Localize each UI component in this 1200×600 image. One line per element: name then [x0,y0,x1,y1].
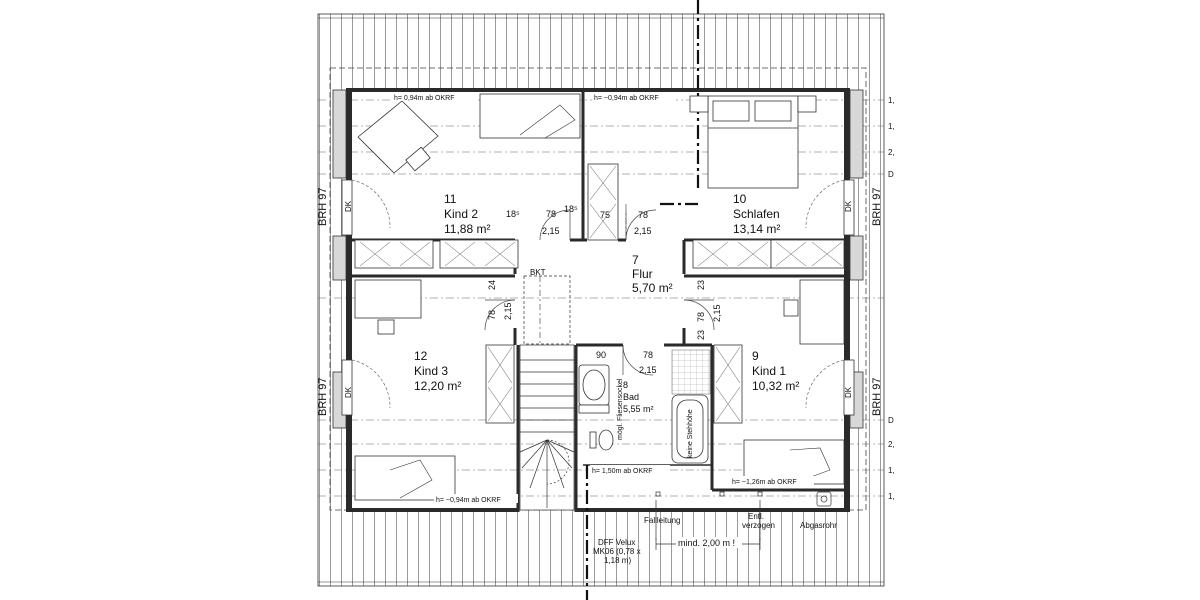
edge-mark-1: 1, [888,96,895,105]
keine-stehhoehe-label: keine Stehhöhe [687,409,694,458]
room-flur: 7 Flur 5,70 m² [632,253,673,295]
dk-swings [351,179,845,409]
dk-label: DK [844,200,853,212]
brh-label-left-top: BRH 97 [317,187,329,226]
room-number: 10 [733,192,747,206]
height-note-schlafen: h= ~0,94m ab OKRF [594,95,659,102]
dim-215-right: 2,15 [634,226,652,236]
dim-75: 75 [600,210,610,220]
room-number: 8 [623,380,628,390]
room-area: 5,70 m² [632,281,673,295]
room-area: 12,20 m² [414,379,461,393]
dim-23-a: 23 [696,280,706,290]
wardrobes [354,163,845,424]
room-schlafen: 10 Schlafen 13,14 m² [733,192,780,236]
bad-tile-area [671,349,711,395]
dim-78-right-v: 78 [696,312,706,322]
bkt-label: BKT [530,268,546,277]
schlafen-furniture [689,95,817,189]
height-note-kind3: h= ~0,94m ab OKRF [436,497,501,504]
edge-mark-5: D [888,416,894,425]
entl-label-1: Entl. [748,512,764,521]
room-name: Bad [623,392,639,402]
room-number: 7 [632,253,639,267]
dim-215-bad: 2,15 [639,365,657,375]
height-note-bad: h= 1,50m ab OKRF [592,468,653,475]
dim-78-right: 78 [638,210,648,220]
room-number: 11 [444,192,457,206]
velux-label-3: 1,18 m) [604,556,631,565]
dk-label: DK [344,386,353,398]
velux-label-2: MK06 (0,78 x [593,547,641,556]
kind2-furniture [357,93,581,174]
edge-marks: 1, 1, 2, D D 2, 1, 1, [888,96,895,501]
brh-label-right-top: BRH 97 [871,187,883,226]
edge-mark-3: 2, [888,148,895,157]
dim-215-top: 2,15 [542,226,560,236]
door-swings [484,209,715,376]
room-kind2: 11 Kind 2 11,88 m² [444,192,490,236]
room-number: 9 [752,349,759,363]
misc-labels: BKT keine Stehhöhe mögl. Fliesensockel F… [530,268,837,565]
abgasrohr-label: Abgasrohr [800,521,837,530]
stairs [519,275,575,511]
edge-mark-4: D [888,170,894,179]
dim-24: 24 [487,280,497,290]
room-kind1: 9 Kind 1 10,32 m² [752,349,799,393]
axis-lines [585,0,700,600]
exterior-walls [346,88,850,512]
brh-label-left-bottom: BRH 97 [317,377,329,416]
height-note-kind1: h= ~1,26m ab OKRF [732,479,797,486]
dim-23-b: 23 [696,330,706,340]
dim-78-bad: 78 [643,350,653,360]
dim-215-left: 2,15 [503,302,513,320]
room-name: Kind 2 [444,207,478,221]
wardrobe-crosses [359,165,843,422]
entl-label-2: verzogen [742,521,775,530]
room-name: Schlafen [733,207,780,221]
room-name: Kind 1 [752,364,786,378]
dimension-labels: 18⁵ 78 18⁵ 2,15 75 78 2,15 24 78 2,15 23… [487,204,722,375]
room-name: Kind 3 [414,364,448,378]
room-area: 10,32 m² [752,379,799,393]
edge-mark-2: 1, [888,122,895,131]
bad-fixtures [578,364,709,464]
room-bad: 8 Bad 5,55 m² [623,380,654,414]
edge-mark-6: 2, [888,440,895,449]
dim-78-top: 78 [546,209,556,219]
room-number: 12 [414,349,428,363]
dk-label: DK [844,386,853,398]
fallleitung-label: Fallleitung [644,516,680,525]
room-kind3: 12 Kind 3 12,20 m² [414,349,461,393]
dk-label: DK [344,200,353,212]
height-note-kind2: h= 0,94m ab OKRF [394,95,455,102]
fliesensockel-label: mögl. Fliesensockel [617,378,624,440]
dim-18-a: 18⁵ [506,209,520,219]
dim-18-b: 18⁵ [564,204,578,214]
kind3-furniture [354,279,456,501]
room-area: 5,55 m² [623,404,654,414]
velux-label-1: DFF Velux [598,538,635,547]
height-notes: h= 0,94m ab OKRF h= ~0,94m ab OKRF h= ~0… [392,92,814,504]
brh-label-right-bottom: BRH 97 [871,377,883,416]
room-area: 13,14 m² [733,222,780,236]
dim-78-left: 78 [487,310,497,320]
mind-label: mind. 2,00 m ! [678,538,735,548]
dk-windows [341,179,855,416]
room-name: Flur [632,267,653,281]
room-area: 11,88 m² [444,222,490,236]
dim-90: 90 [596,350,606,360]
edge-mark-7: 1, [888,466,895,475]
dim-215-right-v: 2,15 [712,304,722,322]
edge-mark-8: 1, [888,492,895,501]
side-labels: BRH 97 BRH 97 BRH 97 BRH 97 DK DK DK DK [317,187,883,416]
